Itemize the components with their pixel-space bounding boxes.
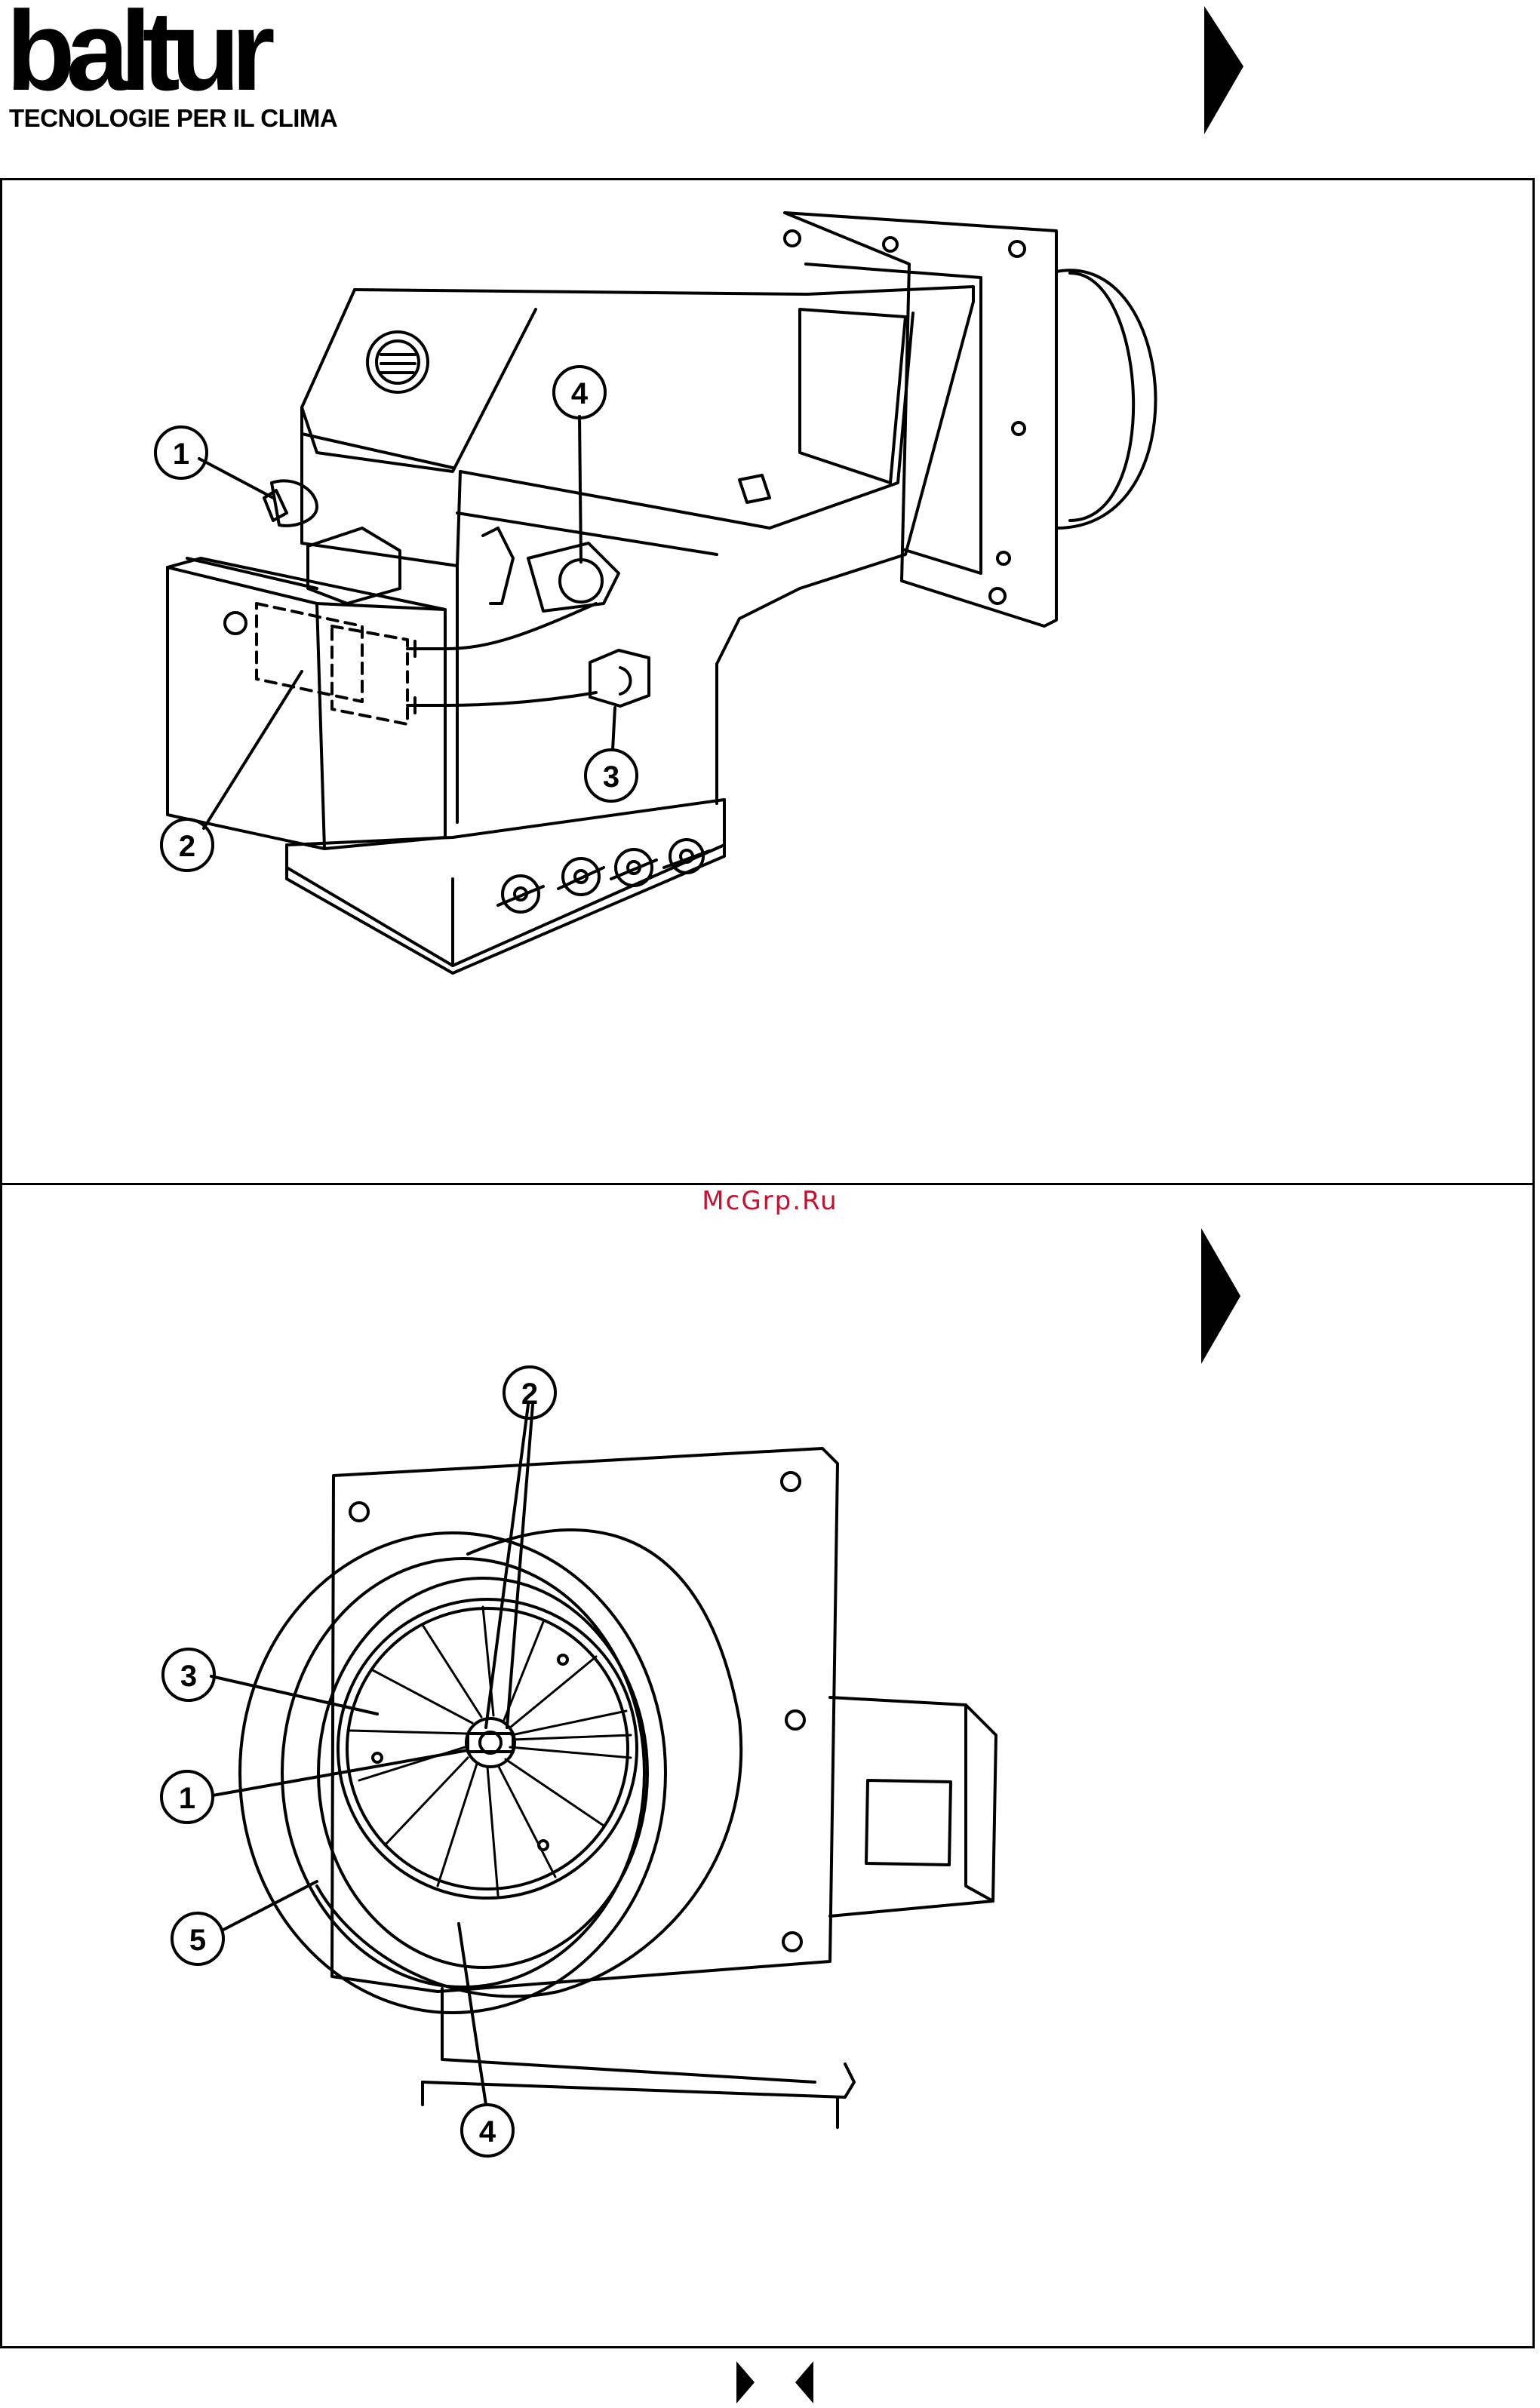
callout-label-bottom-4: 4 bbox=[479, 2115, 496, 2148]
burner-head-drawing bbox=[240, 1448, 996, 2127]
callout-label-bottom-3: 3 bbox=[180, 1660, 197, 1693]
callout-leader-bottom-1 bbox=[213, 1750, 468, 1795]
callout-leader-top-1 bbox=[199, 459, 273, 498]
callout-leader-bottom-4 bbox=[459, 1924, 486, 2105]
callout-label-bottom-2: 2 bbox=[521, 1378, 538, 1411]
callout-label-bottom-5: 5 bbox=[189, 1924, 206, 1957]
callout-leader-bottom-5 bbox=[223, 1881, 317, 1930]
callout-leader-bottom-2a bbox=[486, 1405, 528, 1728]
callout-label-top-2: 2 bbox=[179, 830, 195, 863]
next-page-arrow-top-icon bbox=[1204, 6, 1243, 134]
burner-assembly-drawing bbox=[168, 213, 1155, 973]
callout-label-bottom-1: 1 bbox=[179, 1782, 195, 1815]
callout-leader-top-3 bbox=[613, 708, 615, 750]
callout-leader-top-2 bbox=[204, 671, 302, 828]
next-page-arrow-bottom-icon bbox=[1201, 1228, 1240, 1364]
page-arrow-left-icon bbox=[795, 2361, 813, 2403]
callout-label-top-4: 4 bbox=[571, 377, 589, 410]
callout-label-top-1: 1 bbox=[173, 438, 189, 471]
callout-label-top-3: 3 bbox=[603, 760, 619, 794]
callout-leader-top-4 bbox=[579, 416, 581, 562]
page-arrow-right-icon bbox=[736, 2361, 755, 2403]
